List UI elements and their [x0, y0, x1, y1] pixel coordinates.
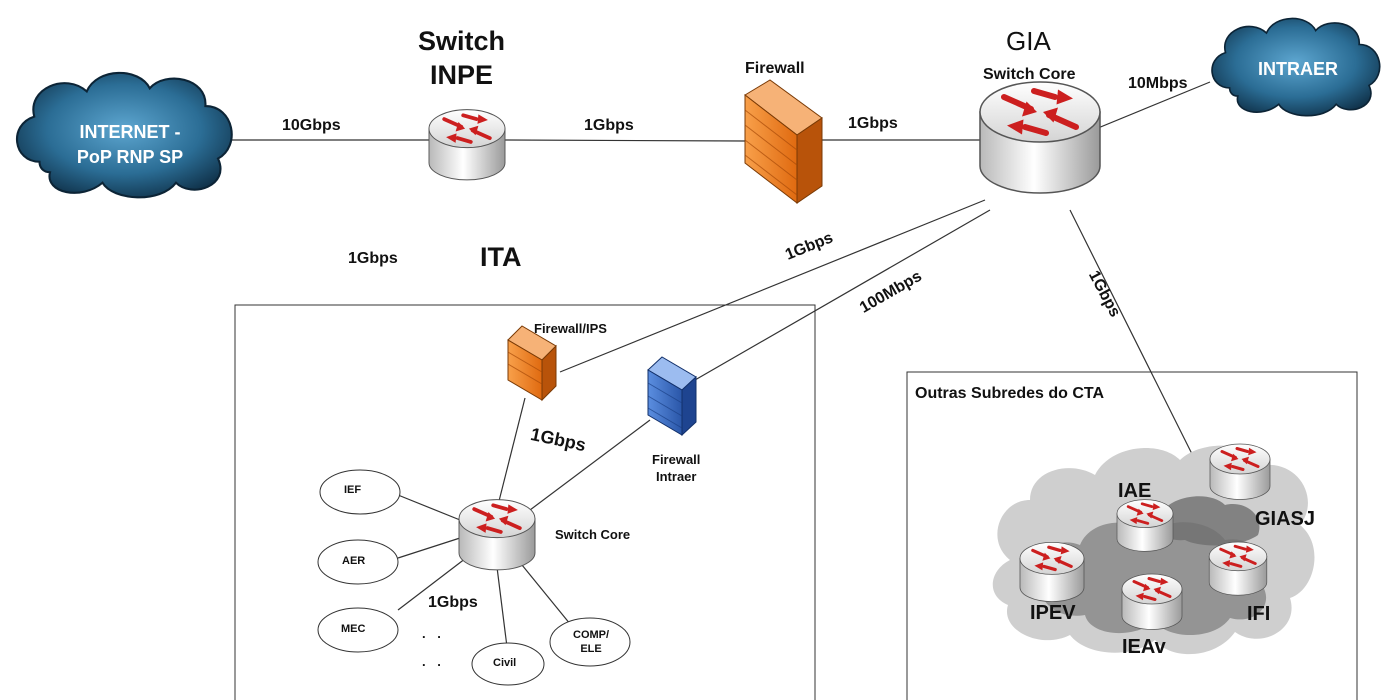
link-label-standalone: 1Gbps [348, 250, 398, 267]
firewall-icon [744, 79, 823, 205]
switch-inpe-label-line1: Switch [418, 26, 506, 56]
link-label-10mbps: 10Mbps [1128, 75, 1188, 92]
link-label-departments: 1Gbps [428, 594, 478, 611]
link-gia-cta [1069, 209, 1196, 461]
ita-switch-core-label: Switch Core [555, 527, 631, 542]
link-gia-fwintraer [694, 209, 991, 381]
dept-aer-label: AER [342, 555, 366, 567]
link-switch-comp [521, 564, 576, 631]
link-label-inpe-firewall: 1Gbps [584, 117, 634, 134]
gia-label: GIA [1006, 26, 1051, 56]
firewall-label: Firewall [745, 60, 805, 77]
router-iae-icon [1115, 498, 1175, 553]
link-switch-civil [496, 566, 509, 656]
firewall-ips-label: Firewall/IPS [534, 321, 607, 336]
dept-comp-node [549, 617, 631, 667]
dept-aer-node [317, 539, 399, 585]
dept-ief-node [319, 469, 401, 515]
link-gia-intraer [1097, 81, 1211, 129]
router-ifi-label: IFI [1247, 603, 1271, 625]
firewall-intraer-label-line2: Intraer [656, 469, 697, 484]
link-inpe-firewall [504, 139, 746, 142]
router-ita-core-icon [457, 497, 537, 572]
ita-label: ITA [480, 242, 522, 272]
firewall-intraer-label-line1: Firewall [652, 452, 701, 467]
ita-box [234, 304, 816, 700]
outras-subredes-label: Outras Subredes do CTA [915, 385, 1105, 402]
router-ieav-icon [1120, 572, 1184, 631]
link-switch-ief [397, 494, 466, 523]
link-switch-mec [397, 554, 471, 611]
gia-switch-core-label: Switch Core [983, 66, 1076, 83]
dept-civil-node [471, 642, 545, 686]
intraer-label: INTRAER [1258, 59, 1338, 79]
link-label-10gbps: 10Gbps [282, 117, 341, 134]
dept-comp-label: COMP/ ELE [573, 629, 610, 655]
internet-label: INTERNET - PoP RNP SP [76, 122, 184, 167]
cta-box [906, 371, 1358, 700]
router-gia-core-icon [980, 82, 1100, 193]
dept-ief-label: IEF [344, 484, 362, 496]
links [225, 81, 1211, 656]
link-switch-aer [397, 537, 461, 559]
dept-mec-label: MEC [341, 623, 366, 635]
router-ifi-icon [1207, 540, 1269, 597]
router-ieav-label: IEAv [1122, 636, 1166, 658]
router-iae-label: IAE [1118, 480, 1152, 502]
link-fwips-switch [497, 397, 526, 506]
switch-inpe-label-line2: INPE [430, 60, 494, 90]
router-inpe-icon [427, 107, 507, 182]
firewall-ips-icon [507, 325, 557, 402]
router-ipev-icon [1018, 540, 1086, 604]
router-ipev-label: IPEV [1030, 602, 1076, 624]
ellipsis-1: . . [422, 626, 445, 641]
router-giasj-icon [1208, 442, 1272, 501]
router-giasj-label: GIASJ [1255, 508, 1316, 530]
dept-mec-node [317, 607, 399, 653]
link-fwintraer-switch [529, 419, 651, 511]
link-gia-fwips [559, 199, 986, 373]
link-label-firewall-gia: 1Gbps [848, 115, 898, 132]
ellipsis-2: . . [422, 654, 445, 669]
firewall-intraer-icon [647, 356, 697, 437]
dept-civil-label: Civil [493, 657, 517, 669]
